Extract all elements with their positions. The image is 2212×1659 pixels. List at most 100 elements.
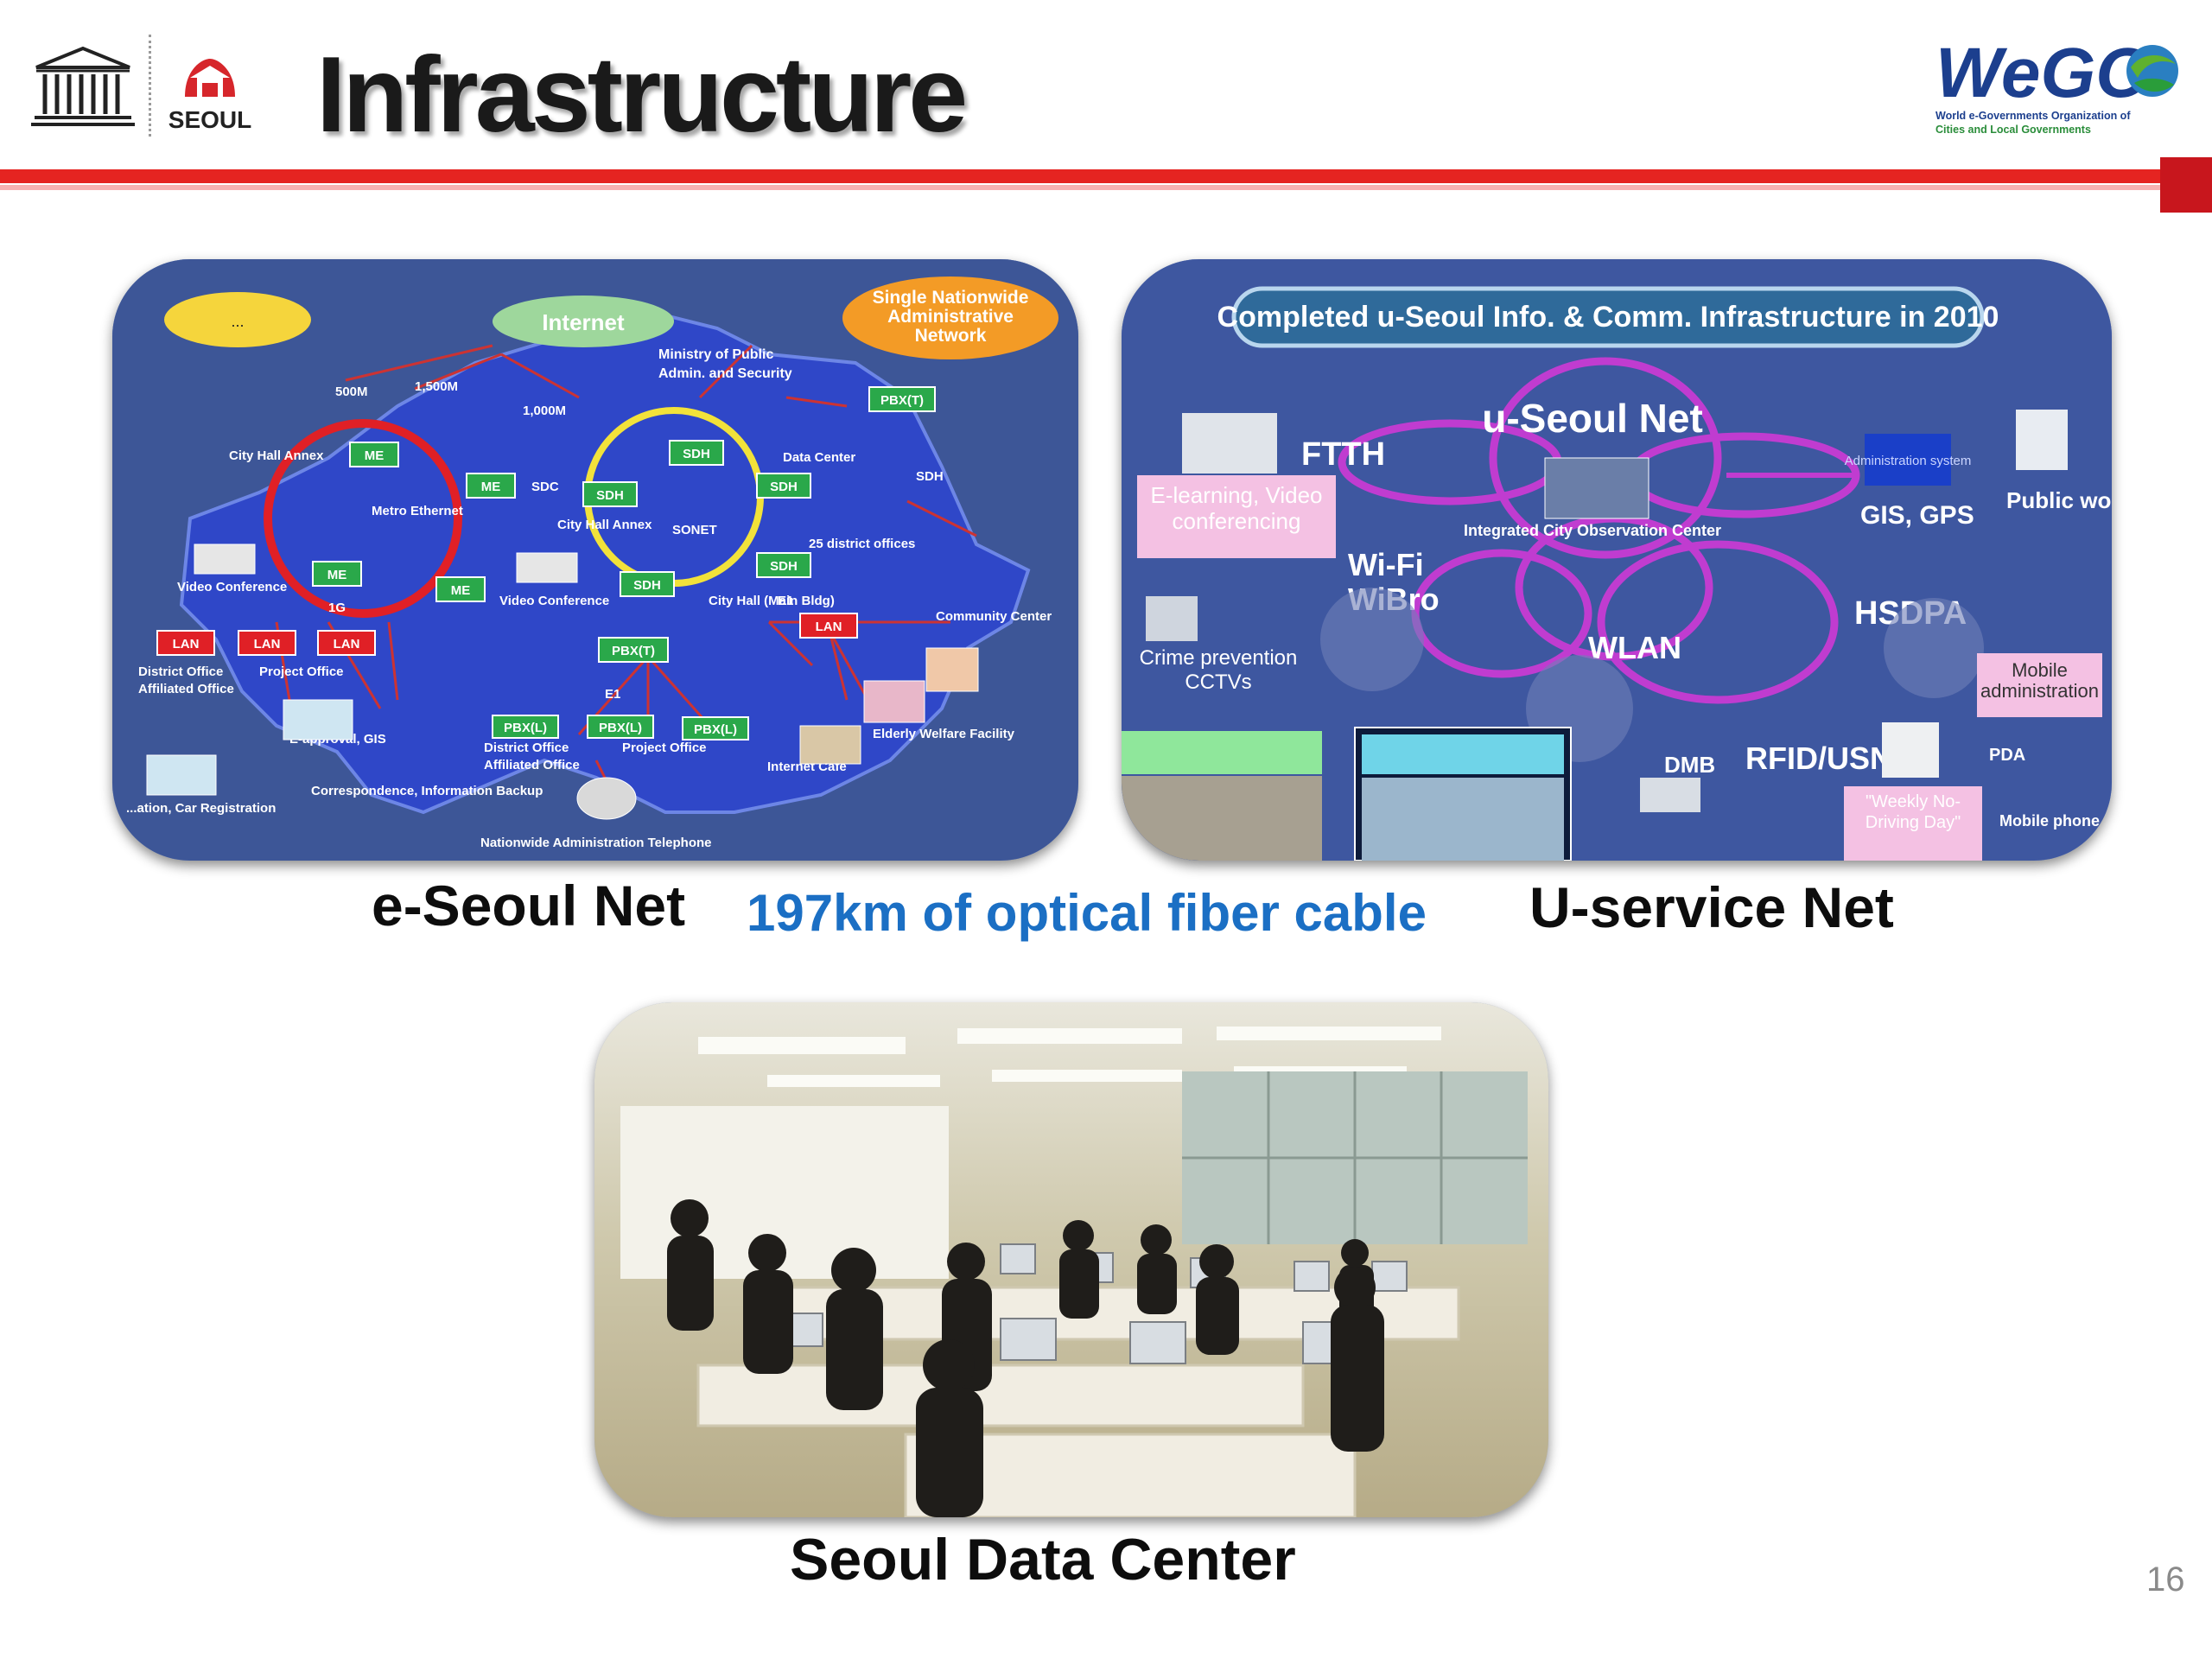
mobile-admin-box xyxy=(1977,653,2102,717)
elearning-box xyxy=(1137,475,1336,558)
label-city-hall-annex: City Hall Annex xyxy=(229,448,324,463)
bw-1000m: 1,000M xyxy=(523,404,566,418)
label-data-center: Data Center xyxy=(783,450,855,465)
video-conference-icon-mid xyxy=(516,552,578,583)
photo-strip-right xyxy=(1362,778,1564,861)
page-number: 16 xyxy=(2146,1560,2185,1599)
admin-system-box xyxy=(1865,434,1951,486)
internet-cafe-icon xyxy=(799,725,861,765)
wifi-label: Wi-Fi xyxy=(1348,547,1424,582)
label-metro-ethernet: Metro Ethernet xyxy=(372,504,463,518)
dmb-label: DMB xyxy=(1664,752,1715,778)
me-label-1: ME xyxy=(365,448,385,463)
telephone-icon xyxy=(576,777,637,820)
slide-title: Infrastructure xyxy=(316,35,968,155)
metro-ethernet-ring xyxy=(264,419,462,618)
cloud-left-label: ... xyxy=(231,313,244,330)
photo-strip-left xyxy=(1122,776,1322,861)
weekly-box xyxy=(1844,786,1982,861)
internet-label: Internet xyxy=(542,309,625,335)
header-rule xyxy=(0,169,2160,183)
sdh-label-3: SDH xyxy=(770,480,798,494)
lan-box-4 xyxy=(799,613,858,639)
useoul-net-svg: Completed u-Seoul Info. & Comm. Infrastr… xyxy=(1122,259,2112,861)
caption-useoul-net: U-service Net xyxy=(1529,875,1894,939)
label-sdh-right: SDH xyxy=(916,469,944,484)
observation-center-photo xyxy=(1544,457,1649,519)
banner-box xyxy=(1231,286,1985,348)
bw-500m: 500M xyxy=(335,385,368,399)
label-district-office-2: District Office xyxy=(484,741,569,755)
cctv-label: Crime prevention CCTVs xyxy=(1139,646,1298,694)
computer-icon-2 xyxy=(146,754,217,796)
useoul-net-diagram: Completed u-Seoul Info. & Comm. Infrastr… xyxy=(1122,259,2112,861)
label-district-offices: 25 district offices xyxy=(809,537,915,551)
observation-center-label: Integrated City Observation Center xyxy=(1464,522,1721,539)
seoul-data-center-photo xyxy=(594,1002,1548,1517)
label-affiliated-office: Affiliated Office xyxy=(138,682,234,696)
mobile-phone-label: Mobile phone xyxy=(1999,812,2100,830)
pbxl-label-3: PBX(L) xyxy=(694,722,737,737)
wego-subtitle-1: World e-Governments Organization of xyxy=(1936,110,2131,122)
me-label-4: ME xyxy=(451,583,471,598)
sdh-label-5: SDH xyxy=(770,559,798,574)
caption-optical-fiber: 197km of optical fiber cable xyxy=(747,884,1427,942)
sdh-box-1 xyxy=(669,440,724,466)
hsdpa-coverage xyxy=(1884,598,1984,698)
eseoul-net-diagram: ... Internet Single Nationwide Administr… xyxy=(112,259,1078,861)
data-center-photo-svg xyxy=(594,1002,1548,1517)
logo-divider xyxy=(149,35,151,137)
label-e1: E1 xyxy=(778,594,793,608)
bw-1500m: 1,500M xyxy=(415,379,458,394)
photo-strip-caption-left xyxy=(1122,731,1322,774)
sdh-box-5 xyxy=(756,552,811,578)
cloud-right xyxy=(842,276,1058,359)
label-elderly-welfare: Elderly Welfare Facility xyxy=(873,727,1015,741)
me-box-4 xyxy=(435,576,486,602)
me-box-2 xyxy=(466,473,516,499)
sdh-label-4: SDH xyxy=(633,578,661,593)
label-registration: ...ation, Car Registration xyxy=(126,801,276,816)
cloud-left xyxy=(164,292,311,347)
label-1g: 1G xyxy=(328,601,346,615)
sdh-box-2 xyxy=(582,481,638,507)
label-video-conference-mid: Video Conference xyxy=(499,594,609,608)
lan-label-4: LAN xyxy=(816,620,842,634)
mobile-admin-label: Mobile administration xyxy=(1980,660,2099,702)
me-box-1 xyxy=(349,442,399,467)
label-video-conference-left: Video Conference xyxy=(177,580,287,594)
lan-box-3 xyxy=(317,630,376,656)
ftth-label: FTTH xyxy=(1301,436,1385,473)
rfid-label: RFID/USN xyxy=(1745,741,1892,776)
pbxl-box-2 xyxy=(587,715,654,739)
elderly-facility-icon xyxy=(863,680,925,723)
sdh-box-3 xyxy=(756,473,811,499)
label-affiliated-office-2: Affiliated Office xyxy=(484,758,580,772)
pbxl-label-1: PBX(L) xyxy=(504,721,547,735)
wifi-coverage xyxy=(1320,588,1424,691)
video-conference-icon-left xyxy=(194,543,256,575)
wlan-label: WLAN xyxy=(1588,630,1681,665)
seoul-logo-text: SEOUL xyxy=(168,106,251,133)
public-works-icon xyxy=(2016,410,2068,470)
dmb-car-icon xyxy=(1640,778,1700,812)
sdh-label-1: SDH xyxy=(683,447,710,461)
pbxt-label-top: PBX(T) xyxy=(880,393,924,408)
node-boxes: PBX(T) ME ME ME ME SDH SDH SDH SDH SDH P… xyxy=(156,386,936,741)
label-sdc: SDC xyxy=(531,480,559,494)
weekly-label: "Weekly No-Driving Day" xyxy=(1865,792,1961,832)
header-accent-block xyxy=(2160,157,2212,213)
pda-label: PDA xyxy=(1989,746,2025,765)
pbxt-box-top xyxy=(868,386,936,412)
wego-logo-text: WeGO xyxy=(1936,34,2151,112)
label-e1-mid: E1 xyxy=(605,687,620,702)
single-nationwide-label: Single Nationwide Administrative Network xyxy=(872,289,1029,346)
banner-text: Completed u-Seoul Info. & Comm. Infrastr… xyxy=(1217,301,1999,334)
gis-gps-label: GIS, GPS xyxy=(1860,501,1974,530)
rfid-car-icon xyxy=(1882,722,1939,778)
lan-box-1 xyxy=(156,630,215,656)
elearning-photo xyxy=(1182,413,1277,474)
photo-strip-caption-right xyxy=(1362,734,1564,774)
slide-header: SEOUL Infrastructure WeGO World e-Govern… xyxy=(0,0,2212,216)
pbxt-label-mid: PBX(T) xyxy=(612,644,655,658)
